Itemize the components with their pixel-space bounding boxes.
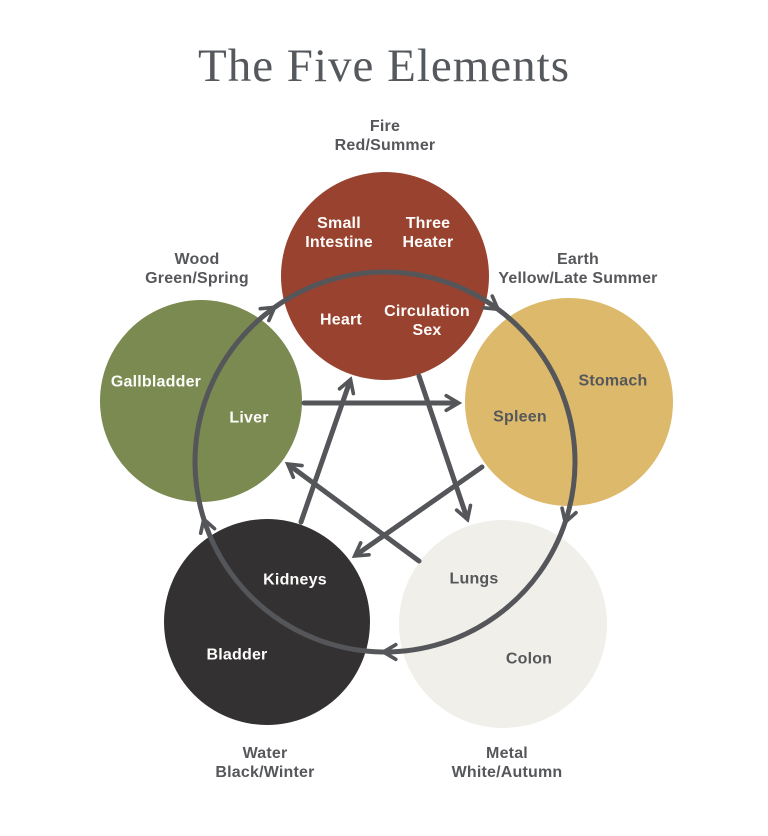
generation-arrow-earth-metal <box>494 305 575 520</box>
generation-arrow-metal-water <box>385 518 569 652</box>
fire-label: Fire Red/Summer <box>335 117 436 155</box>
water-name: Water <box>242 745 288 762</box>
generation-arrow-fire-earth <box>270 269 496 308</box>
water-label: Water Black/Winter <box>215 744 314 782</box>
organ-heart: Heart <box>320 311 362 329</box>
metal-circle <box>399 520 607 728</box>
organ-spleen: Spleen <box>493 408 547 426</box>
metal-label: Metal White/Autumn <box>452 744 563 782</box>
control-arrow-water-fire <box>298 381 350 525</box>
control-arrow-metal-wood <box>289 465 422 564</box>
metal-season: White/Autumn <box>451 764 563 781</box>
wood-name: Wood <box>174 251 220 268</box>
organ-three-heater: Three Heater <box>402 215 454 251</box>
metal-name: Metal <box>486 745 528 762</box>
organ-liver: Liver <box>229 409 269 427</box>
organ-small-intestine: Small Intestine <box>305 215 373 251</box>
wood-season: Green/Spring <box>145 270 249 287</box>
earth-circle <box>465 298 673 506</box>
earth-season: Yellow/Late Summer <box>498 270 658 287</box>
organ-colon: Colon <box>505 650 553 668</box>
organ-bladder: Bladder <box>206 646 268 664</box>
organ-stomach: Stomach <box>578 372 648 390</box>
generation-arrow-wood-fire <box>192 308 273 524</box>
page-title: The Five Elements <box>197 40 571 92</box>
water-circle <box>164 519 370 725</box>
water-season: Black/Winter <box>215 764 315 781</box>
fire-season: Red/Summer <box>334 137 436 154</box>
earth-label: Earth Yellow/Late Summer <box>498 250 657 288</box>
control-arrow-fire-metal <box>416 373 467 518</box>
wood-label: Wood Green/Spring <box>145 250 249 288</box>
fire-name: Fire <box>369 118 401 135</box>
control-arrow-earth-water <box>356 464 485 555</box>
wood-circle <box>100 300 302 502</box>
fire-circle <box>281 172 489 380</box>
generation-arrow-water-wood <box>204 521 388 655</box>
generation-cycle-ring <box>192 269 575 655</box>
organ-circulation-sex: Circulation Sex <box>384 303 470 339</box>
organ-kidneys: Kidneys <box>263 571 327 589</box>
organ-lungs: Lungs <box>449 570 499 588</box>
control-cycle-star <box>289 373 485 564</box>
organ-gallbladder: Gallbladder <box>110 373 202 391</box>
earth-name: Earth <box>557 251 599 268</box>
